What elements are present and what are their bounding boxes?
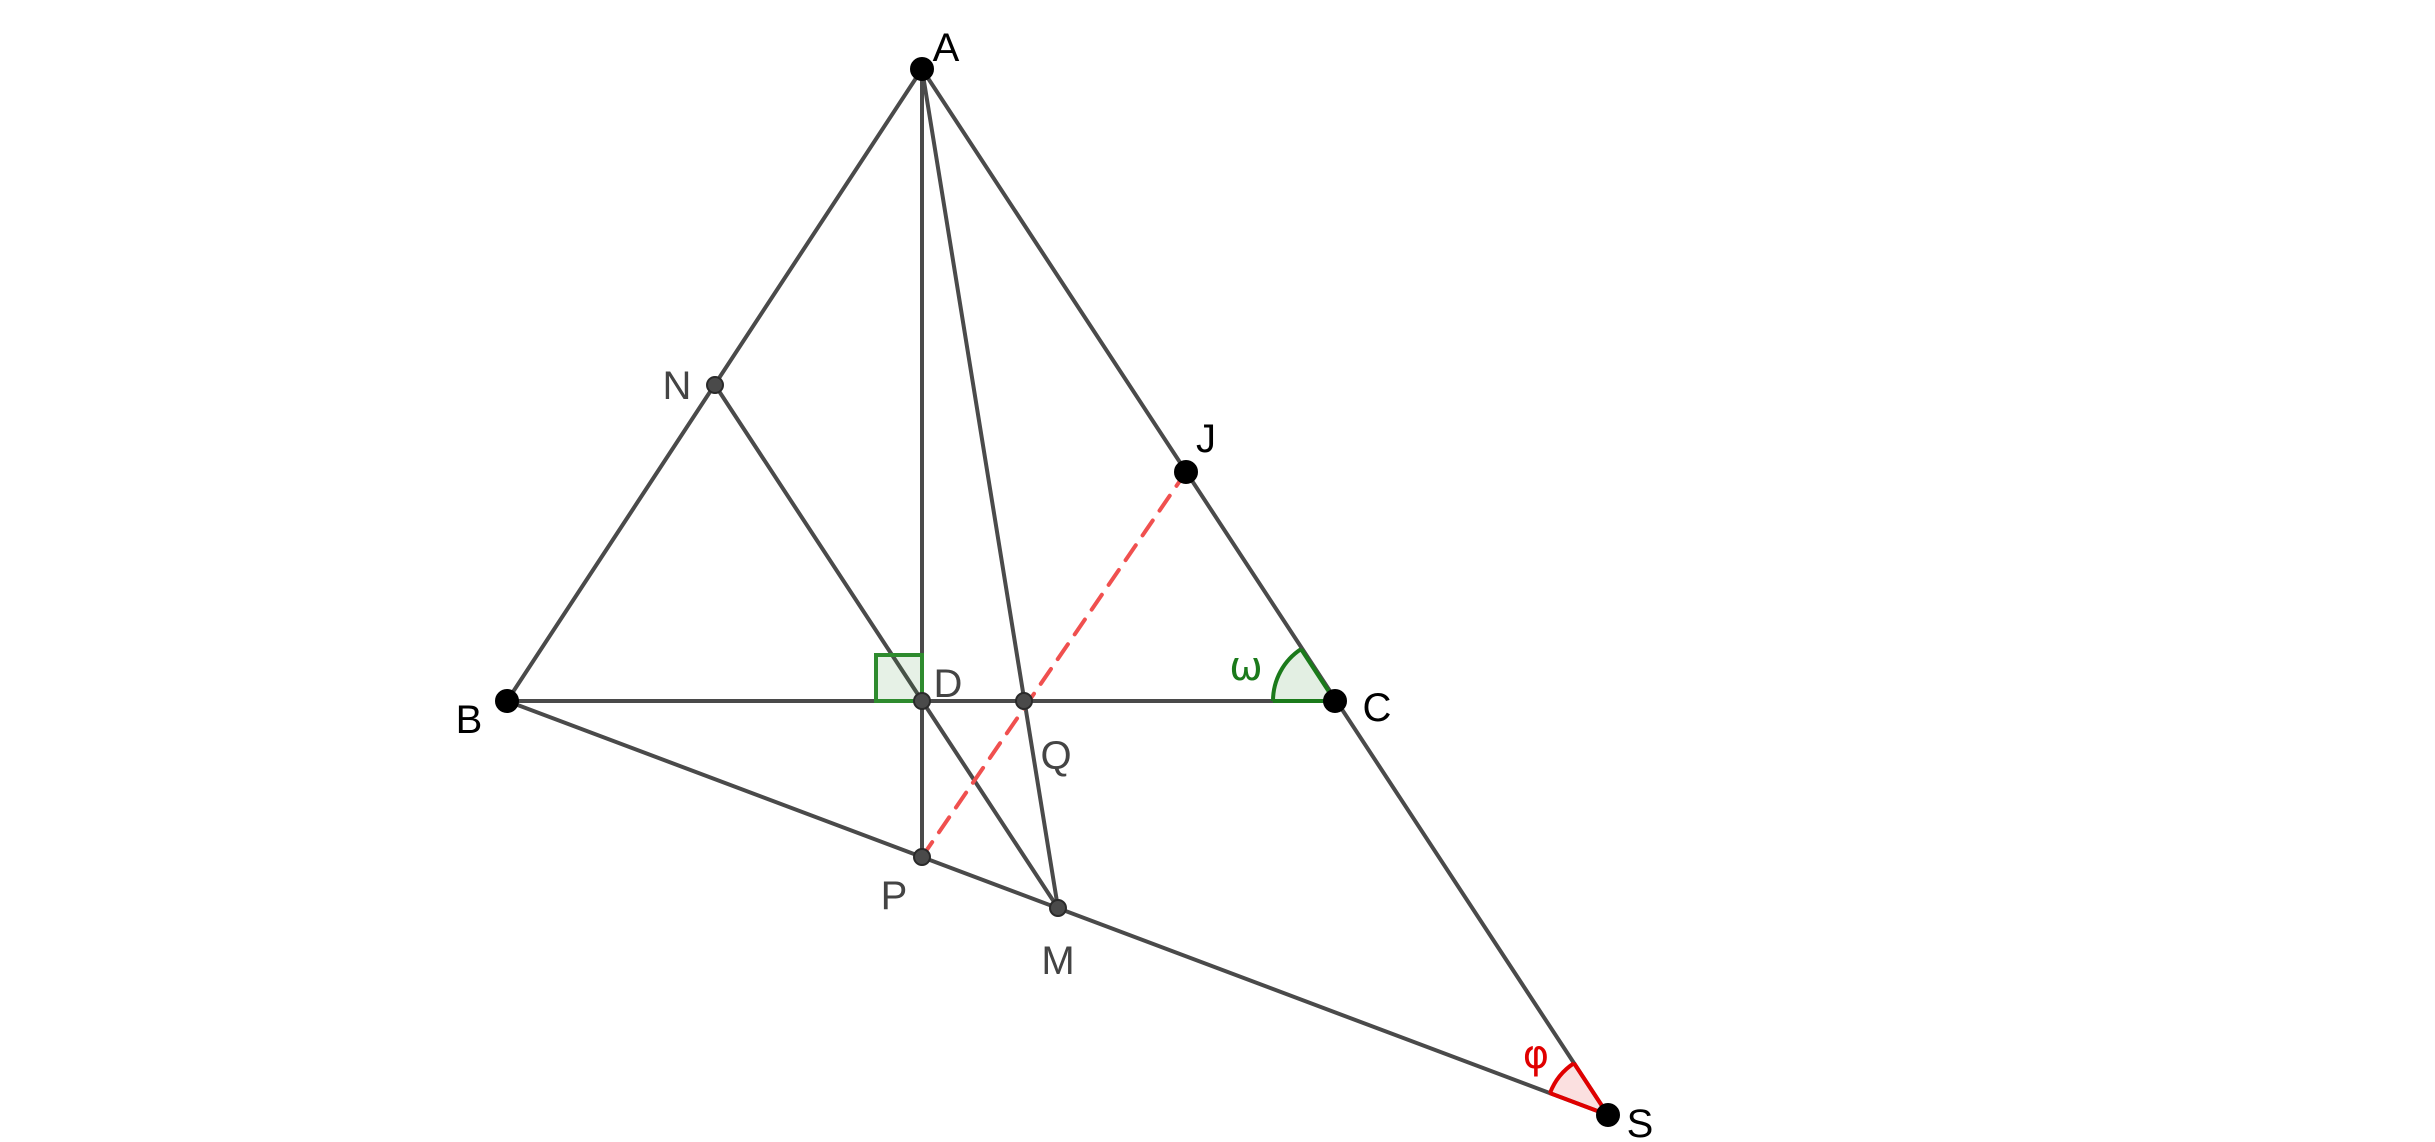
segment-AS	[920, 67, 1610, 1117]
point-Q[interactable]	[1015, 692, 1033, 710]
point-C[interactable]	[1323, 689, 1347, 713]
right-angle-mark-D	[874, 653, 924, 703]
point-label-M: M	[1041, 939, 1074, 983]
point-N[interactable]	[706, 376, 724, 394]
segment-NM	[713, 383, 1060, 910]
point-J[interactable]	[1174, 460, 1198, 484]
angle-label-phi: φ	[1523, 1032, 1549, 1078]
angle-omega-arc	[1271, 647, 1303, 702]
point-label-N: N	[663, 364, 692, 408]
point-label-B: B	[456, 698, 483, 742]
point-label-D: D	[934, 662, 963, 706]
point-label-A: A	[933, 26, 960, 70]
point-label-C: C	[1363, 686, 1392, 730]
point-D[interactable]	[913, 692, 931, 710]
segment-PJ	[920, 470, 1188, 859]
segment-AM	[920, 67, 1060, 910]
point-label-J: J	[1196, 417, 1216, 461]
angle-phi-arc	[1548, 1061, 1576, 1094]
point-M[interactable]	[1049, 899, 1067, 917]
angle-label-omega: ω	[1229, 644, 1263, 690]
point-B[interactable]	[495, 689, 519, 713]
point-S[interactable]	[1596, 1103, 1620, 1127]
point-label-S: S	[1627, 1102, 1654, 1142]
point-A[interactable]	[910, 57, 934, 81]
point-label-P: P	[881, 874, 908, 918]
angle-phi-fill	[1549, 1063, 1608, 1115]
point-P[interactable]	[913, 848, 931, 866]
point-label-Q: Q	[1040, 734, 1071, 778]
